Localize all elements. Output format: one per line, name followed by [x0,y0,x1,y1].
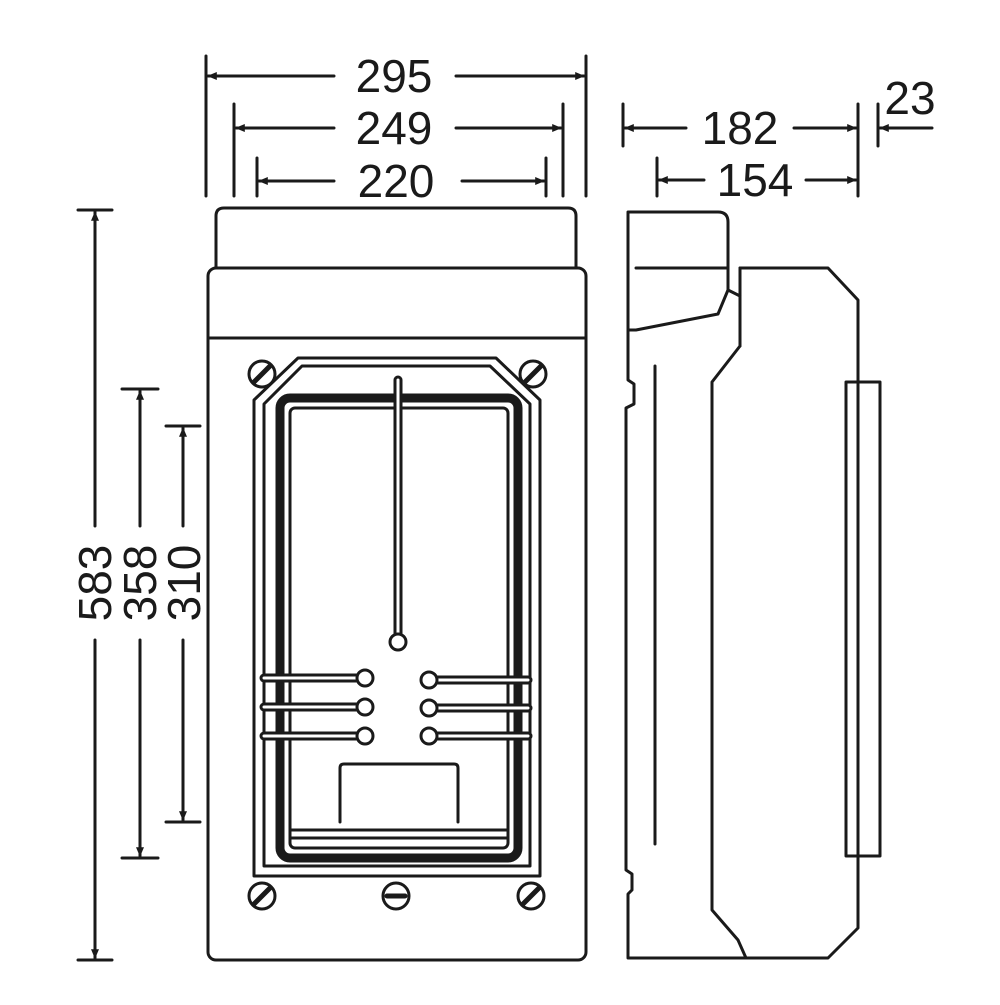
side-depth-dimensions [621,102,934,198]
front-top-cap [214,206,578,270]
front-label-pocket [338,762,460,824]
screw-icon [247,881,277,911]
dim-label-front-width-overall: 295 [356,50,433,102]
front-terminals-right [419,670,533,746]
dim-label-side-depth-overall: 182 [702,102,779,154]
dim-label-side-lid-depth: 23 [884,72,935,124]
front-screws [247,359,548,911]
side-view [624,210,882,960]
front-terminals-left [259,668,375,746]
side-top-cap [626,210,730,332]
screw-icon [518,359,548,389]
side-body-outline [624,266,860,960]
dim-label-front-width-window: 220 [358,155,435,207]
dim-label-side-depth-body: 154 [717,154,794,206]
front-width-dimensions [204,54,588,198]
front-window-frame-inner [262,364,532,868]
dim-label-height-window: 358 [114,545,166,622]
dim-label-height-overall: 583 [69,545,121,622]
dim-label-front-width-inner: 249 [356,102,433,154]
screw-icon [516,881,546,911]
dim-label-height-inner: 310 [158,545,210,622]
screw-icon [381,881,411,911]
height-dimensions [76,208,202,962]
front-meter-slot-end [388,632,408,652]
side-lid-plate [844,380,882,858]
front-window-frame-outer [252,356,542,878]
front-body-outline [206,266,588,962]
front-view [206,206,588,962]
screw-icon [247,359,277,389]
